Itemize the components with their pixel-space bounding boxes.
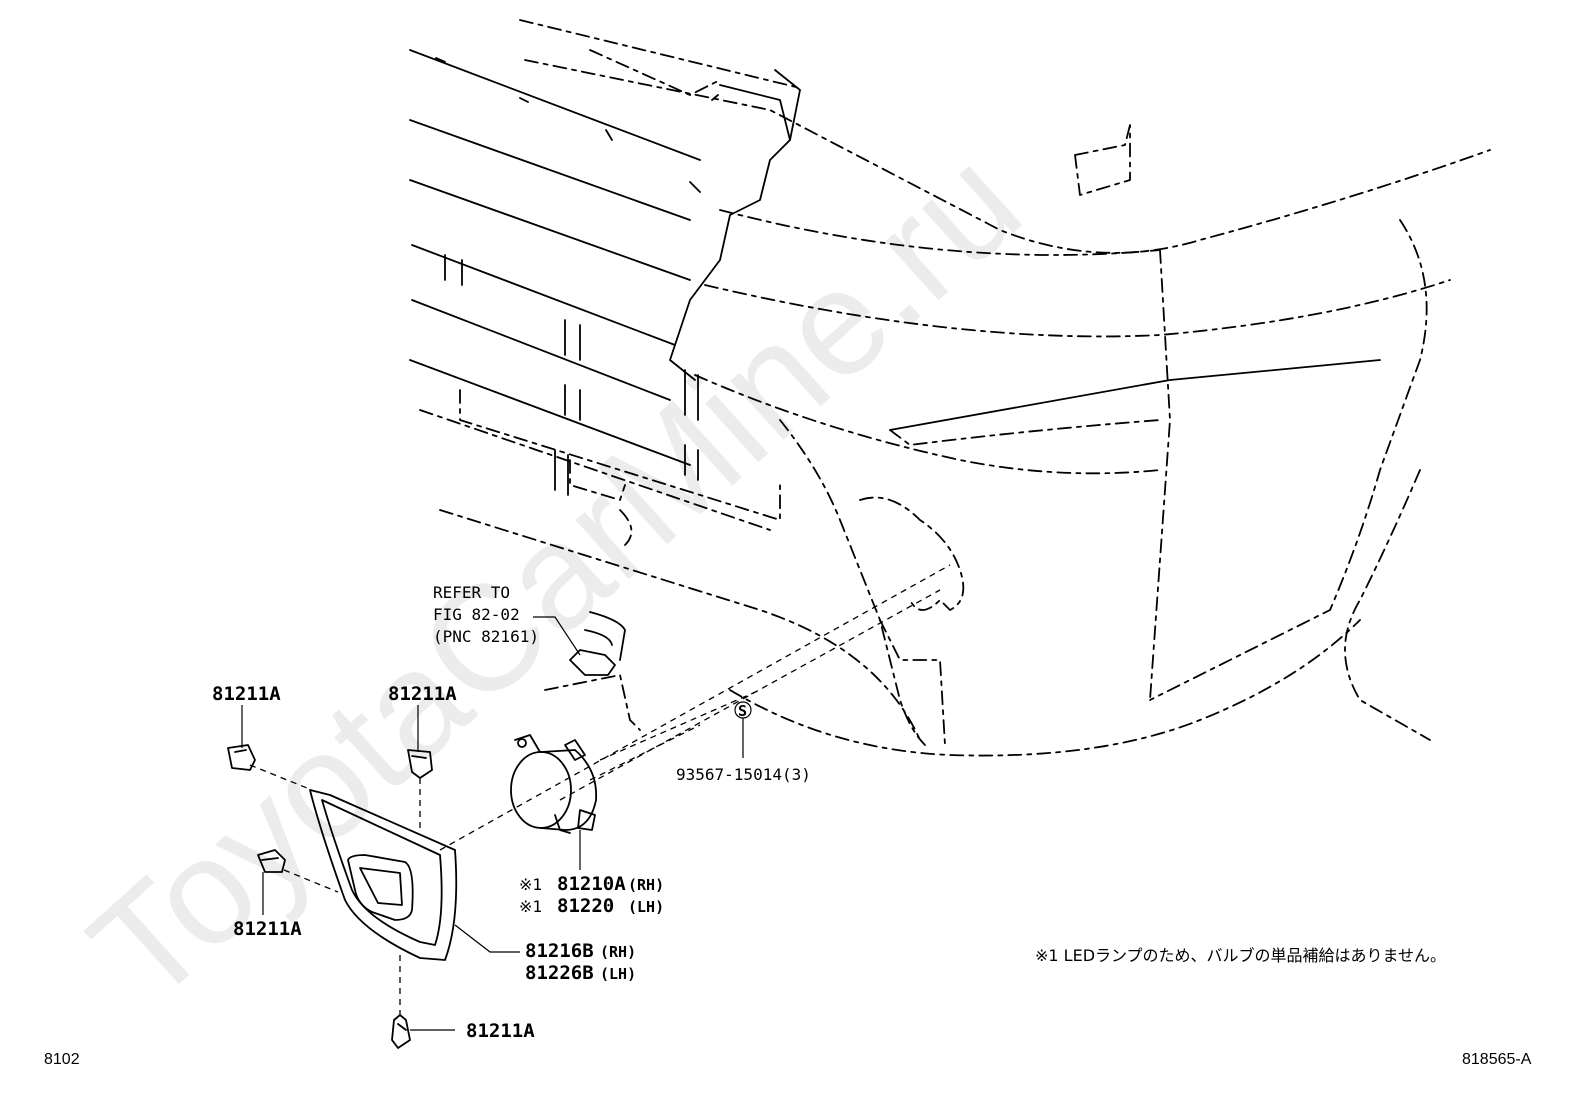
callout-clip-bottom: 81211A xyxy=(466,1020,535,1042)
clip-bottom xyxy=(391,1014,411,1049)
clip-top-mid xyxy=(407,749,433,779)
screw-symbol: S xyxy=(738,702,747,720)
led-note: ※1 LEDランプのため、バルブの単品補給はありません。 xyxy=(1035,946,1446,965)
refer-line-3: (PNC 82161) xyxy=(433,627,539,646)
clip-top-left xyxy=(227,744,256,771)
lamp-lh-part: 81220 xyxy=(557,895,614,917)
lamp-rh-mark: ※1 xyxy=(519,875,542,894)
leader-lines xyxy=(241,616,752,1031)
callout-clip-mid-left: 81211A xyxy=(233,918,302,940)
refer-line-1: REFER TO xyxy=(433,583,510,602)
callout-clip-top-left: 81211A xyxy=(212,683,281,705)
cover-rh-side: (RH) xyxy=(600,943,636,961)
lamp-rh-side: (RH) xyxy=(628,876,664,894)
lamp-rh-part: 81210A xyxy=(557,873,626,895)
clip-mid-left xyxy=(257,849,286,873)
lamp-lh-side: (LH) xyxy=(628,898,664,916)
bumper-outline xyxy=(439,19,1491,757)
cover-lh-part: 81226B xyxy=(525,962,594,984)
lamp-lh-mark: ※1 xyxy=(519,897,542,916)
wiring-connector xyxy=(544,611,641,731)
cover-lh-side: (LH) xyxy=(600,965,636,983)
figure-code: 818565-A xyxy=(1462,1051,1532,1068)
grille xyxy=(409,49,801,546)
callout-clip-top-mid: 81211A xyxy=(388,683,457,705)
assembly-lines xyxy=(249,564,951,1015)
cover-rh-part: 81216B xyxy=(525,940,594,962)
refer-line-2: FIG 82-02 xyxy=(433,605,520,624)
callout-screw: 93567-15014(3) xyxy=(676,765,811,784)
page-code: 8102 xyxy=(44,1051,80,1068)
watermark: ToyotaCarMine.ru xyxy=(59,117,1051,1034)
fog-lamp-cover xyxy=(309,789,458,961)
fog-lamp xyxy=(510,734,598,834)
